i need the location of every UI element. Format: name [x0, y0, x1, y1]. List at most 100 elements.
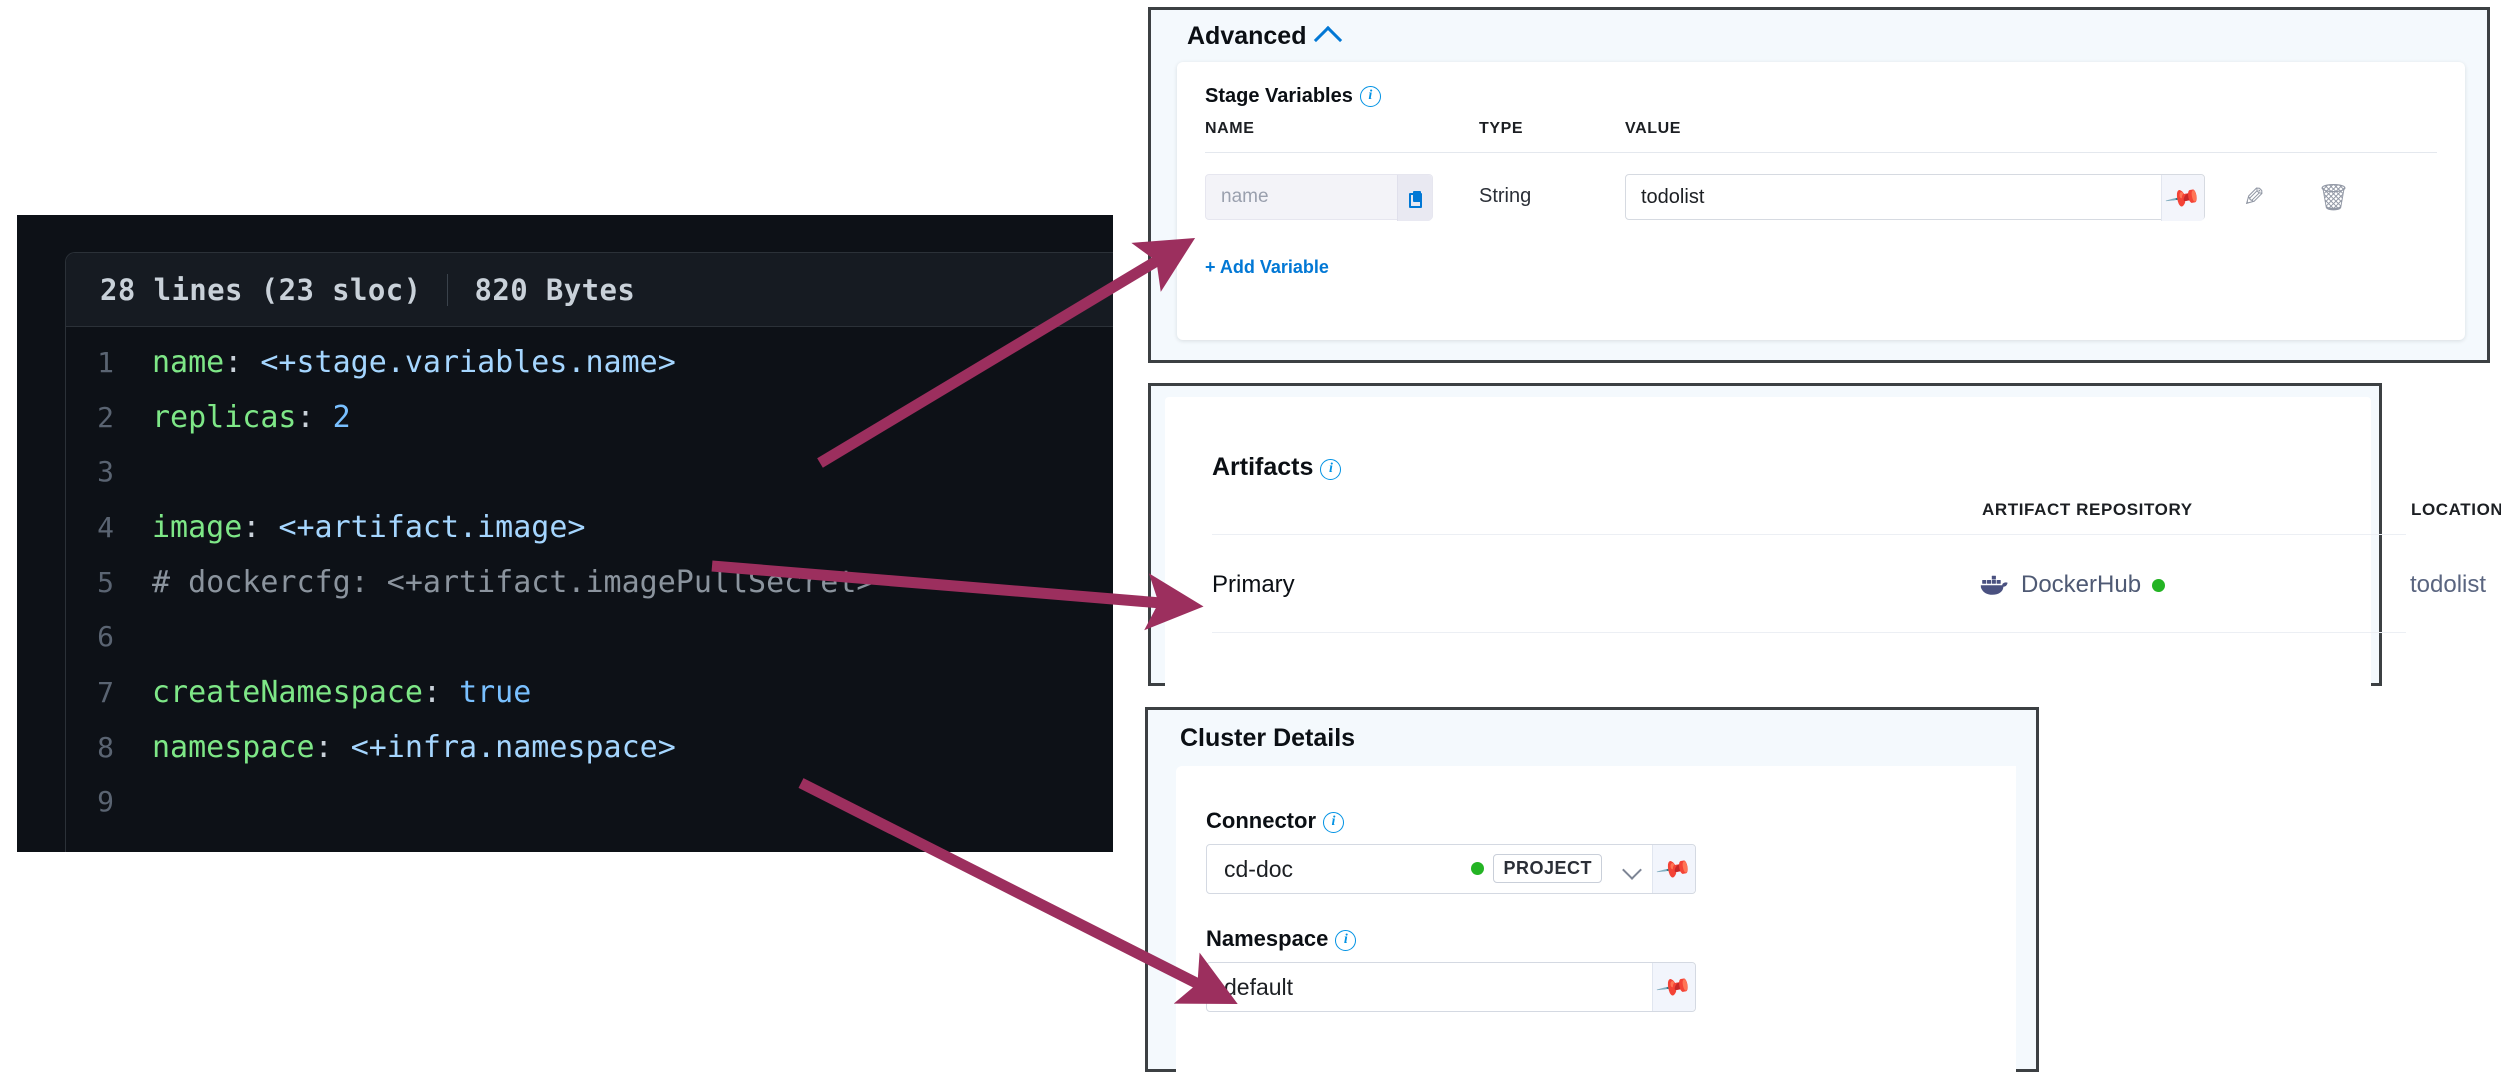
pin-icon: 📌 — [1655, 967, 1694, 1006]
cluster-details-card: Connector i cd-doc PROJECT 📌 Namespace i d… — [1176, 766, 2016, 1075]
artifact-repository-cell[interactable]: DockerHub — [1980, 571, 2166, 599]
info-icon[interactable]: i — [1320, 459, 1342, 480]
expression-icon — [1408, 190, 1422, 208]
advanced-title: Advanced — [1187, 22, 1307, 50]
connector-value-text: cd-doc — [1224, 855, 1294, 882]
pin-icon: 📌 — [2164, 178, 2203, 217]
variable-value-input[interactable]: todolist 📌 — [1625, 174, 2205, 221]
column-header-value: VALUE — [1625, 120, 1682, 137]
code-token: <+infra.namespace> — [350, 730, 676, 765]
namespace-value-text: default — [1224, 973, 1294, 1000]
docker-whale-icon — [1980, 575, 2008, 595]
code-line: 8 namespace: <+infra.namespace> — [66, 730, 1113, 785]
stage-variables-text: Stage Variables — [1205, 85, 1353, 107]
line-number: 4 — [97, 511, 114, 544]
namespace-input[interactable]: default 📌 — [1206, 962, 1696, 1012]
pencil-icon: ✎ — [2243, 182, 2265, 212]
delete-variable-button[interactable]: 🗑 — [2317, 182, 2350, 213]
code-token: namespace — [152, 730, 315, 765]
namespace-label-text: Namespace — [1206, 926, 1329, 951]
line-number: 7 — [97, 676, 114, 709]
advanced-section-toggle[interactable]: Advanced — [1187, 22, 1343, 54]
variable-name-input[interactable]: name — [1205, 174, 1433, 221]
artifact-kind: Primary — [1212, 571, 1295, 598]
cluster-details-title: Cluster Details — [1180, 724, 1356, 752]
code-line: 6 — [66, 620, 1113, 675]
namespace-pin-button[interactable]: 📌 — [1652, 963, 1695, 1011]
status-dot-icon — [1471, 862, 1485, 875]
trash-icon: 🗑 — [2317, 182, 2351, 212]
status-dot-icon — [2152, 578, 2166, 592]
info-icon[interactable]: i — [1335, 930, 1357, 951]
artifact-location: todolist — [2410, 571, 2487, 598]
code-line-content: image: <+artifact.image> — [152, 510, 585, 545]
connector-scope-group: PROJECT — [1471, 854, 1602, 883]
code-token: image — [152, 510, 243, 545]
connector-pin-button[interactable]: 📌 — [1652, 845, 1695, 893]
variable-name-expression-button[interactable] — [1397, 175, 1432, 221]
code-line: 3 — [66, 455, 1113, 510]
code-viewer: 28 lines (23 sloc) 820 Bytes 1 name: <+st… — [17, 215, 1113, 852]
artifact-repository-name: DockerHub — [2021, 571, 2142, 598]
chevron-down-icon[interactable] — [1622, 860, 1642, 880]
namespace-label: Namespace i — [1206, 926, 1357, 952]
column-header-name: NAME — [1205, 120, 1255, 137]
info-icon[interactable]: i — [1359, 86, 1381, 107]
code-token: <+artifact.image> — [278, 510, 586, 545]
add-variable-button[interactable]: + Add Variable — [1205, 257, 1329, 277]
code-token: : — [242, 510, 279, 545]
pin-icon: 📌 — [1655, 849, 1694, 888]
line-number: 3 — [97, 455, 114, 488]
column-header-artifact-repository: ARTIFACT REPOSITORY — [1982, 500, 2193, 519]
code-line-content: createNamespace: true — [152, 675, 531, 710]
code-line: 1 name: <+stage.variables.name> — [66, 345, 1113, 400]
variable-value-text: todolist — [1641, 185, 1705, 208]
variable-value-pin-button[interactable]: 📌 — [2161, 175, 2204, 221]
meta-divider — [447, 273, 449, 306]
code-token: true — [459, 675, 532, 710]
code-meta-bar: 28 lines (23 sloc) 820 Bytes — [66, 253, 1113, 327]
line-number: 5 — [97, 566, 114, 599]
connector-input[interactable]: cd-doc PROJECT 📌 — [1206, 844, 1696, 894]
code-token: replicas — [152, 400, 297, 435]
code-lines-count: 28 lines (23 sloc) — [100, 272, 422, 307]
code-token: # dockercfg: <+artifact.imagePullSecret> — [152, 565, 875, 600]
code-line-content: name: <+stage.variables.name> — [152, 345, 676, 380]
table-divider — [1212, 632, 2406, 633]
column-header-location: LOCATION — [2411, 500, 2501, 519]
code-token: : — [296, 400, 333, 435]
code-token: 2 — [332, 400, 351, 435]
code-token: : — [314, 730, 351, 765]
code-line-content: namespace: <+infra.namespace> — [152, 730, 676, 765]
code-token: : — [224, 345, 261, 380]
line-number: 9 — [97, 785, 114, 818]
table-divider — [1205, 152, 2437, 153]
code-viewer-inner: 28 lines (23 sloc) 820 Bytes 1 name: <+st… — [65, 252, 1113, 852]
code-token: createNamespace — [152, 675, 423, 710]
line-number: 2 — [97, 401, 114, 434]
code-line: 2 replicas: 2 — [66, 400, 1113, 455]
code-file-size: 820 Bytes — [474, 272, 636, 307]
variable-name-placeholder: name — [1221, 186, 1269, 207]
table-row: name String todolist 📌 ✎ 🗑 — [1205, 174, 2445, 222]
connector-label: Connector i — [1206, 808, 1344, 834]
chevron-up-icon[interactable] — [1314, 25, 1343, 54]
table-divider — [1212, 534, 2406, 535]
code-token: <+stage.variables.name> — [260, 345, 676, 380]
variable-type-value: String — [1479, 185, 1532, 207]
code-line: 7 createNamespace: true — [66, 675, 1113, 730]
edit-variable-button[interactable]: ✎ — [2243, 182, 2265, 213]
code-line-list: 1 name: <+stage.variables.name> 2 replicas:… — [66, 327, 1113, 840]
stage-variables-label: Stage Variables i — [1205, 85, 1381, 108]
line-number: 1 — [97, 346, 114, 379]
line-number: 8 — [97, 731, 114, 764]
cluster-details-panel: Cluster Details Connector i cd-doc PROJEC… — [1145, 707, 2039, 1075]
code-token: : — [422, 675, 460, 710]
connector-label-text: Connector — [1206, 808, 1316, 833]
info-icon[interactable]: i — [1323, 812, 1344, 833]
